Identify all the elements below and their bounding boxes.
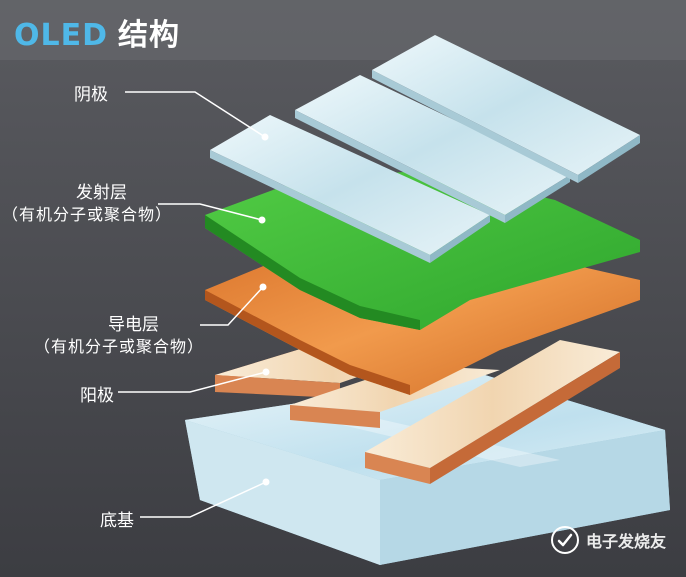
watermark-text: 电子发烧友: [585, 532, 666, 551]
title-structure: 结构: [118, 18, 181, 53]
label-conductive-layer: 导电层: [108, 315, 159, 335]
label-emissive-layer: 发射层: [76, 183, 127, 203]
diagram-title: OLED 结构: [14, 10, 180, 54]
conductive-pointer-dot: [259, 283, 267, 291]
anode-pointer-dot: [262, 368, 270, 376]
conductive-leader-line: [200, 286, 264, 326]
cathode-leader-line: [125, 91, 266, 138]
cathode-strip-1: [210, 115, 490, 263]
substrate-leader-line: [140, 481, 267, 518]
emissive-pointer-dot: [258, 216, 266, 224]
cathode-pointer-dot: [261, 133, 269, 141]
label-anode: 阳极: [80, 386, 114, 406]
label-cathode: 阴极: [74, 85, 108, 105]
title-oled: OLED: [14, 18, 109, 53]
watermark-logo-icon: [550, 526, 579, 554]
label-substrate: 底基: [100, 511, 134, 531]
label-emissive-layer-note: （有机分子或聚合物）: [2, 205, 173, 224]
substrate-pointer-dot: [262, 478, 270, 486]
watermark: 电子发烧友: [550, 525, 666, 555]
cathode-strip-2: [295, 75, 570, 223]
emissive-leader-line: [158, 203, 263, 221]
title-band: [0, 0, 686, 60]
anode-leader-line: [118, 371, 267, 393]
cathode-strip-3: [372, 35, 640, 183]
anode-strip-3: [365, 340, 620, 484]
label-conductive-layer-note: （有机分子或聚合物）: [34, 337, 205, 356]
